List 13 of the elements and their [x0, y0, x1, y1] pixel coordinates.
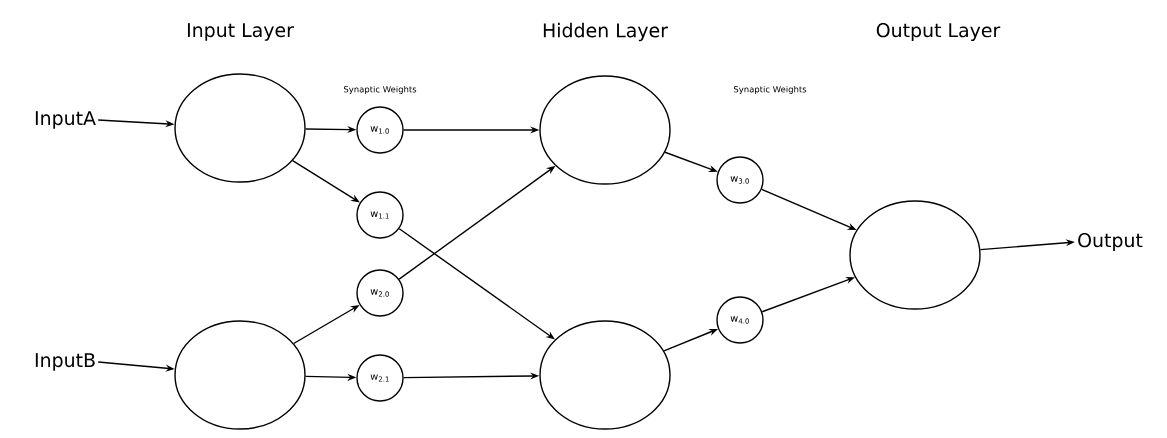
layer-title: Hidden Layer — [543, 22, 668, 42]
input-label: InputA — [35, 111, 96, 129]
neuron-circle — [174, 73, 306, 183]
weights-caption: Synaptic Weights — [343, 85, 417, 95]
layer-title: Input Layer — [187, 23, 294, 41]
output-label: Output — [1078, 233, 1143, 251]
layer-title: Output Layer — [876, 23, 1001, 41]
neuron-circle — [539, 75, 671, 185]
neuron-circle — [849, 200, 981, 310]
neuron-circle — [539, 320, 671, 430]
weights-caption: Synaptic Weights — [733, 85, 807, 95]
input-label: InputB — [35, 353, 95, 371]
neuron-circle — [174, 320, 306, 430]
